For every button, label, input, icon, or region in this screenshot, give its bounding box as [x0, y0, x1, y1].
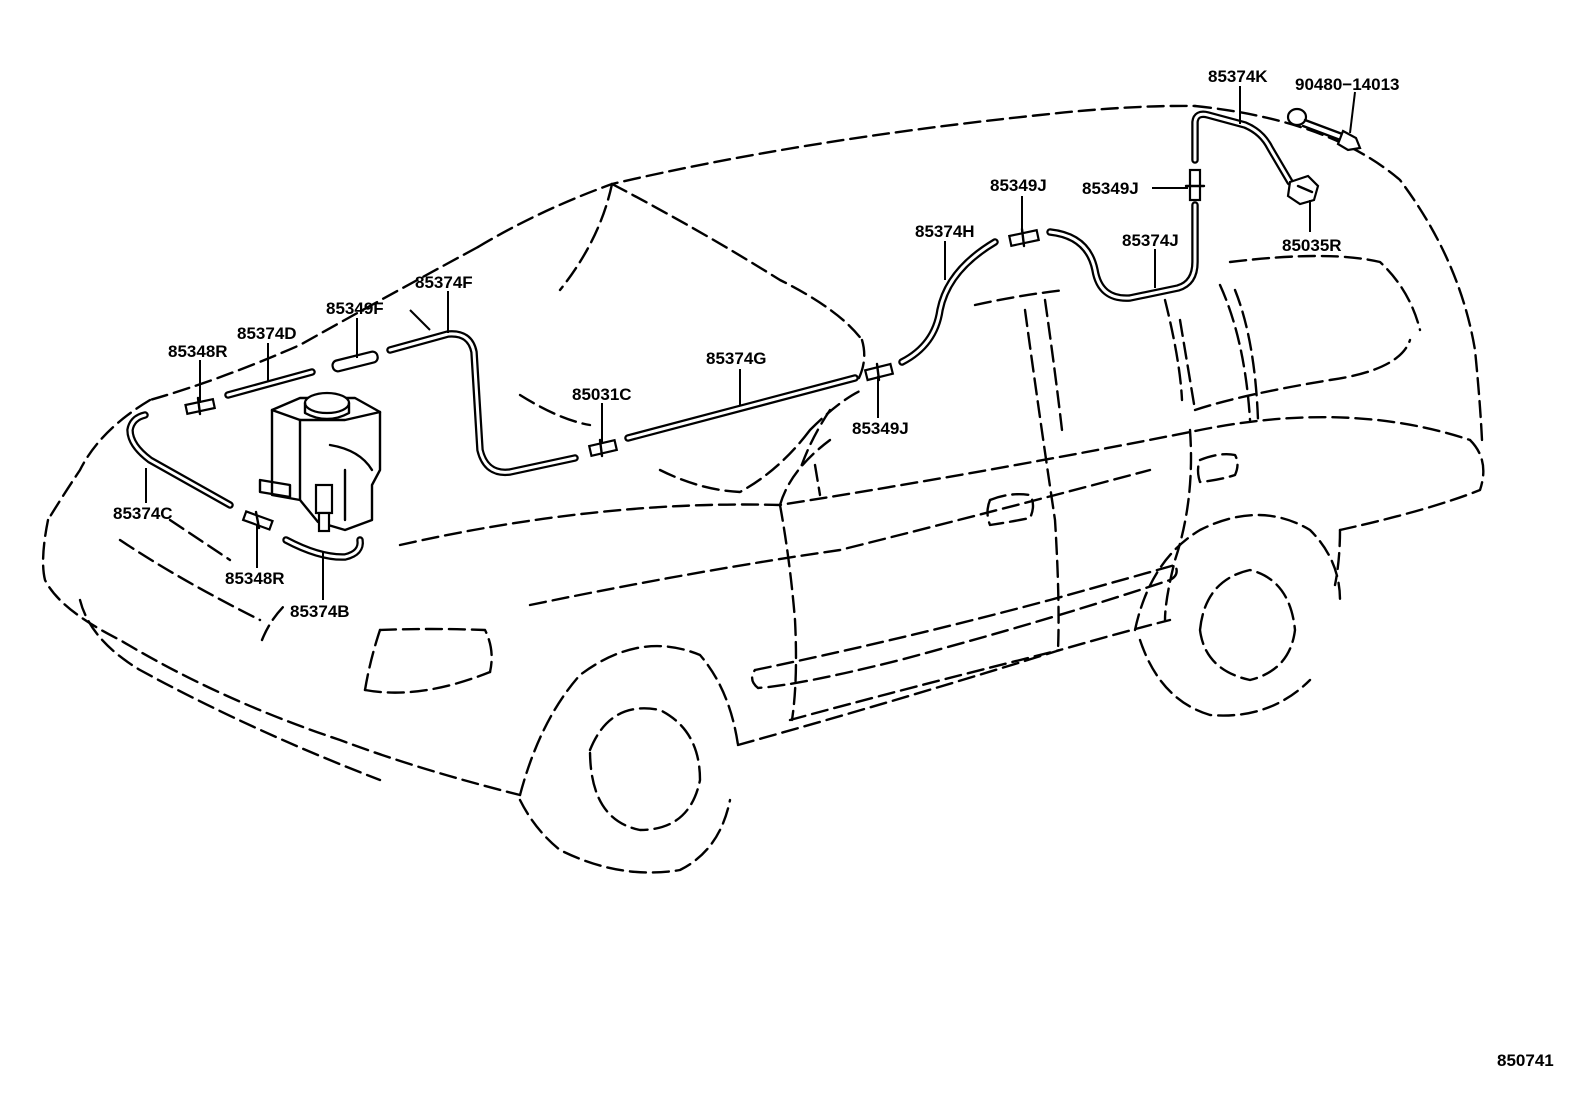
label-85374H: 85374H	[915, 222, 975, 241]
part-labels: 85374K 90480−14013 85349J 85349J 85374H …	[113, 67, 1554, 1070]
figure-number: 850741	[1497, 1051, 1554, 1070]
label-85349F: 85349F	[326, 299, 384, 318]
clip-90480-14013	[1286, 107, 1362, 152]
hose-joints	[184, 107, 1362, 531]
joint-85349F	[331, 350, 379, 373]
label-85349J-right: 85349J	[1082, 179, 1139, 198]
label-85348R-top: 85348R	[168, 342, 228, 361]
label-85348R-bottom: 85348R	[225, 569, 285, 588]
washer-tank	[258, 391, 382, 533]
joint-85349J-right	[1184, 168, 1206, 202]
nozzle-85035R	[1286, 174, 1320, 206]
label-85374D: 85374D	[237, 324, 297, 343]
label-85374F: 85374F	[415, 273, 473, 292]
label-85374C: 85374C	[113, 504, 173, 523]
label-85349J-lower: 85349J	[852, 419, 909, 438]
joint-85349J-top	[1007, 227, 1041, 248]
leader-lines	[145, 86, 1356, 600]
label-85031C: 85031C	[572, 385, 632, 404]
label-85374B: 85374B	[290, 602, 350, 621]
label-85374G: 85374G	[706, 349, 767, 368]
label-85349J-top: 85349J	[990, 176, 1047, 195]
vehicle-outline	[41, 104, 1485, 874]
check-valve-85031C	[587, 438, 619, 458]
label-85374J: 85374J	[1122, 231, 1179, 250]
label-85035R: 85035R	[1282, 236, 1342, 255]
washer-hoses	[126, 110, 1294, 561]
label-85374K: 85374K	[1208, 67, 1268, 86]
label-90480-14013: 90480−14013	[1295, 75, 1399, 94]
